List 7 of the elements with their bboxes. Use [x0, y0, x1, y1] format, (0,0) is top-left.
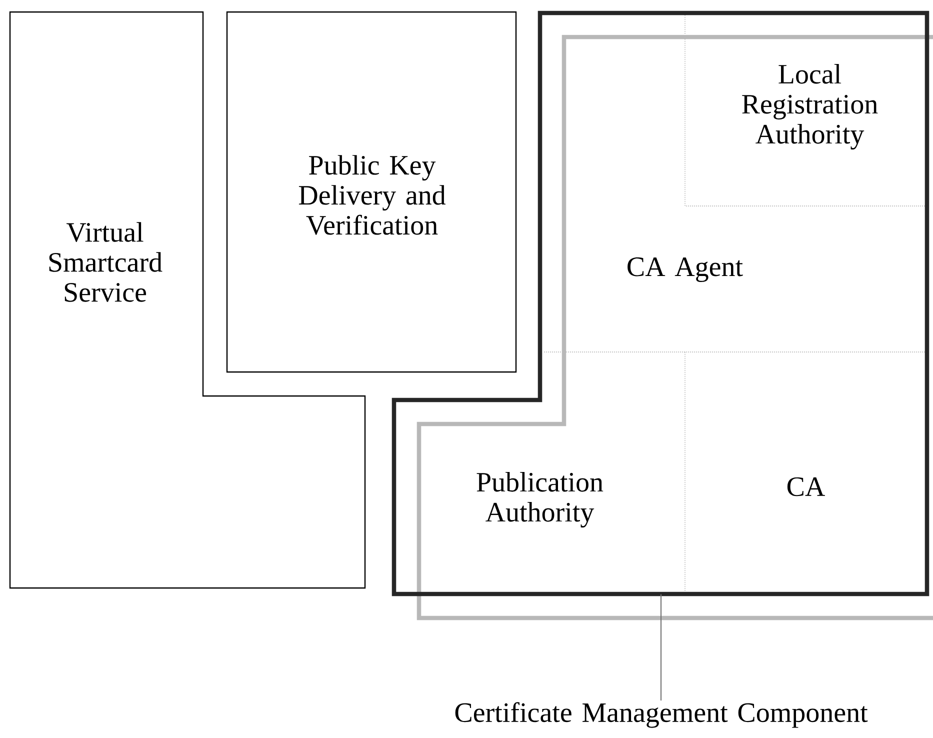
region-label: Publication Authority	[476, 472, 604, 528]
region-label: CA	[787, 477, 825, 496]
region-label: CA Agent	[628, 257, 743, 282]
component-label: Certificate Management Component	[455, 702, 868, 728]
leader-line	[660, 594, 662, 701]
service-block: Public Key Delivery and Verification	[226, 11, 517, 373]
region-label: Local Registration Authority	[742, 64, 878, 150]
